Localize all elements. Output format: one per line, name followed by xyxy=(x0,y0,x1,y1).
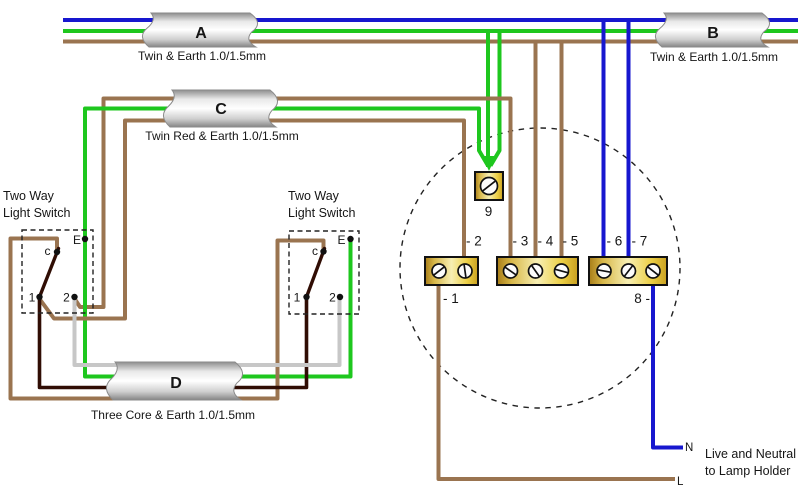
rose-terminal-block-right xyxy=(588,256,668,286)
left-switch-terminal-1-dot xyxy=(36,293,43,301)
terminal-1-screw-slot xyxy=(433,266,445,276)
right-switch-terminal-1-dot xyxy=(303,293,310,301)
rose-label-2: - 2 xyxy=(466,234,482,249)
cable-d-gray-core-wire xyxy=(72,294,342,367)
lamp-note-line2: to Lamp Holder xyxy=(705,464,790,478)
lamp-live-wire xyxy=(436,283,675,481)
cable-d-description: Three Core & Earth 1.0/1.5mm xyxy=(91,408,255,422)
ceiling-rose-outline xyxy=(399,127,681,409)
rose-label-8: 8 - xyxy=(634,291,650,306)
right-switch-terminal-c-dot xyxy=(320,248,327,255)
cable-a: A Twin & Earth 1.0/1.5mm xyxy=(138,12,266,63)
earth-link-wire xyxy=(83,106,490,379)
left-switch-title-line2: Light Switch xyxy=(3,206,70,220)
terminal-block-1-2 xyxy=(424,256,479,286)
rose-label-6: - 6 xyxy=(607,234,623,249)
cable-a-sleeve xyxy=(142,12,258,48)
cable-a-description: Twin & Earth 1.0/1.5mm xyxy=(138,49,266,63)
left-two-way-switch: Two Way Light Switch c E 1 2 xyxy=(3,189,94,314)
left-switch-terminal-2-label: 2 xyxy=(63,291,70,305)
right-switch-lever xyxy=(304,246,327,299)
terminal-3-screw-slot xyxy=(504,266,517,276)
right-switch-terminal-1-label: 1 xyxy=(294,291,301,305)
cable-b-letter: B xyxy=(707,25,719,42)
lamp-live-label: L xyxy=(677,476,684,488)
right-switch-outline xyxy=(288,230,360,315)
cable-c-sleeve xyxy=(163,89,278,128)
lamp-neutral-label: N xyxy=(685,442,693,454)
left-switch-terminal-c-dot xyxy=(53,248,61,256)
right-switch-title-line1: Two Way xyxy=(288,189,340,203)
cable-a-letter: A xyxy=(195,25,207,42)
rose-label-1: - 1 xyxy=(443,291,459,306)
right-switch-terminal-c-label: c xyxy=(312,244,318,258)
right-switch-title-line2: Light Switch xyxy=(288,206,355,220)
terminal-5-screw-slot xyxy=(554,268,569,274)
left-switch-terminal-2-dot xyxy=(71,293,78,301)
cable-d-sleeve xyxy=(106,361,243,401)
terminal-8-screw-slot xyxy=(647,266,659,276)
terminal-7-screw-slot xyxy=(623,265,634,277)
rose-terminal-block-left xyxy=(424,256,479,286)
cable-b-sleeve xyxy=(655,12,770,48)
cable-d: D Three Core & Earth 1.0/1.5mm xyxy=(91,361,255,422)
rose-label-5: - 5 xyxy=(563,234,579,249)
cable-c-description: Twin Red & Earth 1.0/1.5mm xyxy=(145,129,298,143)
terminal-2-screw-slot xyxy=(463,264,467,278)
cable-b-description: Twin & Earth 1.0/1.5mm xyxy=(650,50,778,64)
lamp-note-line1: Live and Neutral xyxy=(705,447,796,461)
rose-label-7: - 7 xyxy=(632,234,648,249)
earth-arrowhead xyxy=(482,156,496,171)
left-switch-title-line1: Two Way xyxy=(3,189,55,203)
right-switch-terminal-e-label: E xyxy=(337,233,345,247)
terminal-9-screw-slot xyxy=(482,180,496,192)
left-switch-terminal-e-dot xyxy=(81,235,89,243)
left-switch-terminal-e-label: E xyxy=(73,233,81,247)
rose-label-3: - 3 xyxy=(513,234,529,249)
cable-c-live-core-wire xyxy=(71,96,513,309)
rose-label-4: - 4 xyxy=(538,234,554,249)
left-switch-lever xyxy=(37,246,61,299)
cable-b: B Twin & Earth 1.0/1.5mm xyxy=(650,12,778,64)
lamp-neutral-wire xyxy=(651,283,683,450)
right-switch-terminal-e-dot xyxy=(347,235,354,243)
cable-c-letter: C xyxy=(215,101,227,118)
rose-label-9: 9 xyxy=(485,204,493,219)
cable-c-switched-live-core-wire xyxy=(37,118,466,321)
left-switch-terminal-c-label: c xyxy=(45,244,51,258)
cable-d-letter: D xyxy=(170,375,182,392)
left-switch-outline xyxy=(21,229,94,314)
right-switch-terminal-2-label: 2 xyxy=(329,291,336,305)
right-two-way-switch: Two Way Light Switch c E 1 2 xyxy=(288,189,360,315)
terminal-6-screw-slot xyxy=(597,269,611,273)
rose-terminal-9 xyxy=(474,171,504,201)
cable-c: C Twin Red & Earth 1.0/1.5mm xyxy=(145,89,299,143)
rose-terminal-block-middle xyxy=(496,256,579,286)
right-switch-terminal-2-dot xyxy=(336,293,344,301)
terminal-4-screw-slot xyxy=(531,265,540,277)
left-switch-terminal-1-label: 1 xyxy=(29,291,36,305)
